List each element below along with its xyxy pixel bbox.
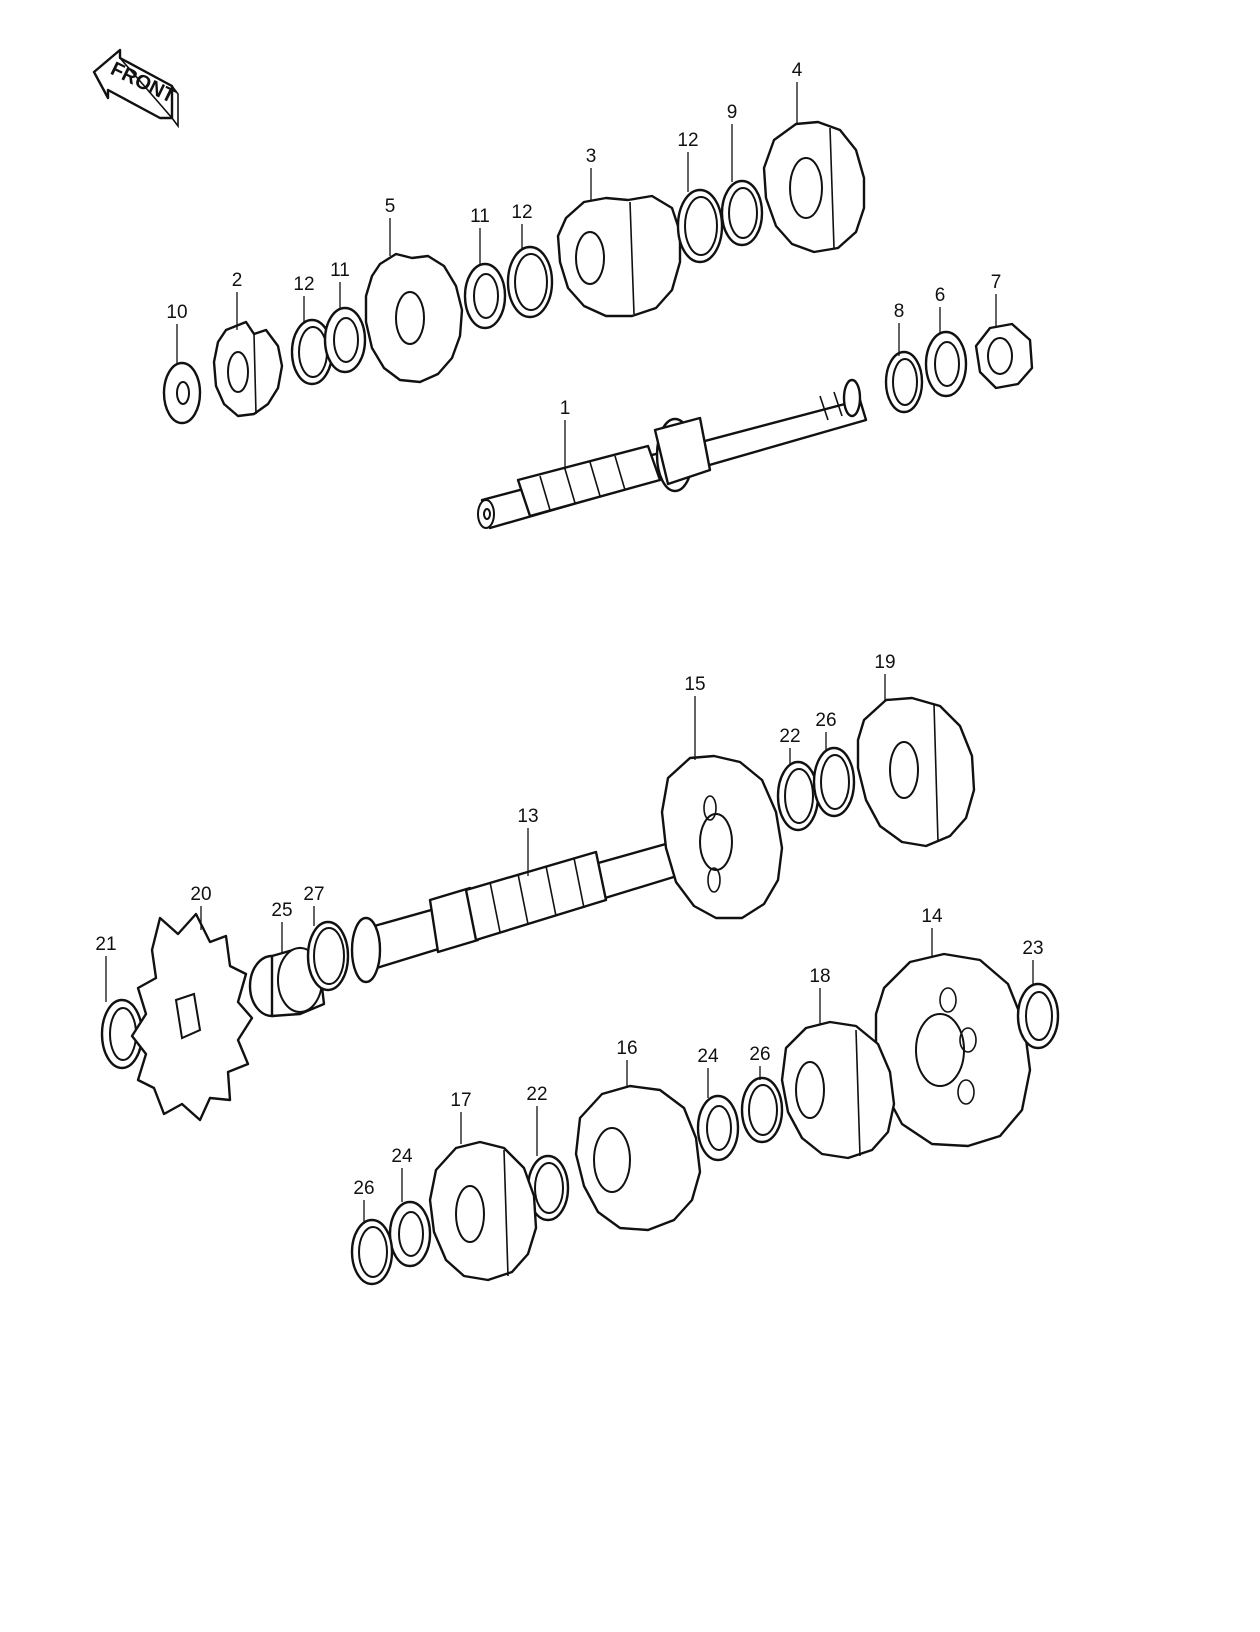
circlip-21 bbox=[100, 998, 144, 1070]
callout-16: 16 bbox=[616, 1038, 637, 1059]
callout-15: 15 bbox=[684, 674, 705, 695]
circlip-12-right bbox=[676, 188, 724, 264]
washer-9 bbox=[720, 179, 764, 247]
callout-leaders bbox=[105, 82, 1034, 1222]
circlip-26-lower bbox=[350, 1218, 394, 1286]
callout-4: 4 bbox=[792, 60, 803, 81]
output-shaft-assembly bbox=[100, 696, 1060, 1286]
gear-2 bbox=[212, 320, 284, 418]
output-shaft bbox=[350, 838, 692, 984]
callout-27: 27 bbox=[303, 884, 324, 905]
callout-2: 2 bbox=[232, 270, 243, 291]
callout-25: 25 bbox=[271, 900, 292, 921]
callout-numbers: 1 2 3 4 5 6 7 8 9 10 11 11 12 12 12 13 1… bbox=[95, 60, 1043, 1199]
circlip-8 bbox=[884, 350, 924, 414]
callout-7: 7 bbox=[991, 272, 1002, 293]
callout-10: 10 bbox=[166, 302, 187, 323]
callout-22-upper: 22 bbox=[779, 726, 800, 747]
gear-14 bbox=[874, 952, 1032, 1148]
input-shaft bbox=[477, 378, 868, 530]
washer-11-right bbox=[463, 262, 507, 330]
lock-washer-6 bbox=[924, 330, 968, 398]
gear-19 bbox=[856, 696, 976, 848]
gear-4 bbox=[762, 120, 866, 254]
front-arrow-icon: FRONT bbox=[92, 48, 179, 129]
callout-5: 5 bbox=[385, 196, 396, 217]
callout-26-upper: 26 bbox=[815, 710, 836, 731]
callout-24-right: 24 bbox=[697, 1046, 719, 1067]
callout-8: 8 bbox=[894, 301, 905, 322]
washer-22-upper bbox=[776, 760, 820, 832]
washer-24-left bbox=[388, 1200, 432, 1268]
callout-6: 6 bbox=[935, 285, 946, 306]
callout-11-right: 11 bbox=[470, 206, 490, 227]
gear-15 bbox=[660, 754, 784, 920]
callout-3: 3 bbox=[586, 146, 597, 167]
ring-27 bbox=[306, 920, 350, 992]
callout-12-left: 12 bbox=[293, 274, 314, 295]
circlip-12-middle bbox=[506, 245, 554, 319]
callout-13: 13 bbox=[517, 806, 538, 827]
gear-3 bbox=[556, 194, 682, 318]
washer-22-lower bbox=[526, 1154, 570, 1222]
callout-22-lower: 22 bbox=[526, 1084, 547, 1105]
gear-5 bbox=[364, 252, 464, 384]
callout-17: 17 bbox=[450, 1090, 471, 1111]
callout-9: 9 bbox=[727, 102, 738, 123]
callout-12-middle: 12 bbox=[511, 202, 532, 223]
callout-19: 19 bbox=[874, 652, 895, 673]
callout-1: 1 bbox=[560, 398, 571, 419]
callout-23: 23 bbox=[1022, 938, 1043, 959]
callout-14: 14 bbox=[921, 906, 943, 927]
callout-24-left: 24 bbox=[391, 1146, 413, 1167]
washer-24-right bbox=[696, 1094, 740, 1162]
washer-23 bbox=[1016, 982, 1060, 1050]
gear-18 bbox=[780, 1020, 896, 1160]
gear-16 bbox=[574, 1084, 702, 1232]
washer-10 bbox=[162, 361, 202, 425]
callout-21: 21 bbox=[95, 934, 116, 955]
circlip-26-middle bbox=[740, 1076, 784, 1144]
circlip-26-upper bbox=[812, 746, 856, 818]
callout-11-left: 11 bbox=[330, 260, 350, 281]
callout-26-middle: 26 bbox=[749, 1044, 770, 1065]
washer-11-left bbox=[323, 306, 367, 374]
input-shaft-assembly bbox=[162, 120, 1034, 530]
callout-26-lower: 26 bbox=[353, 1178, 374, 1199]
callout-12-right: 12 bbox=[677, 130, 698, 151]
callout-18: 18 bbox=[809, 966, 830, 987]
circlip-12-left bbox=[290, 318, 334, 386]
sprocket-20 bbox=[130, 912, 254, 1122]
gear-17 bbox=[428, 1140, 538, 1282]
callout-20: 20 bbox=[190, 884, 211, 905]
nut-7 bbox=[974, 322, 1034, 390]
